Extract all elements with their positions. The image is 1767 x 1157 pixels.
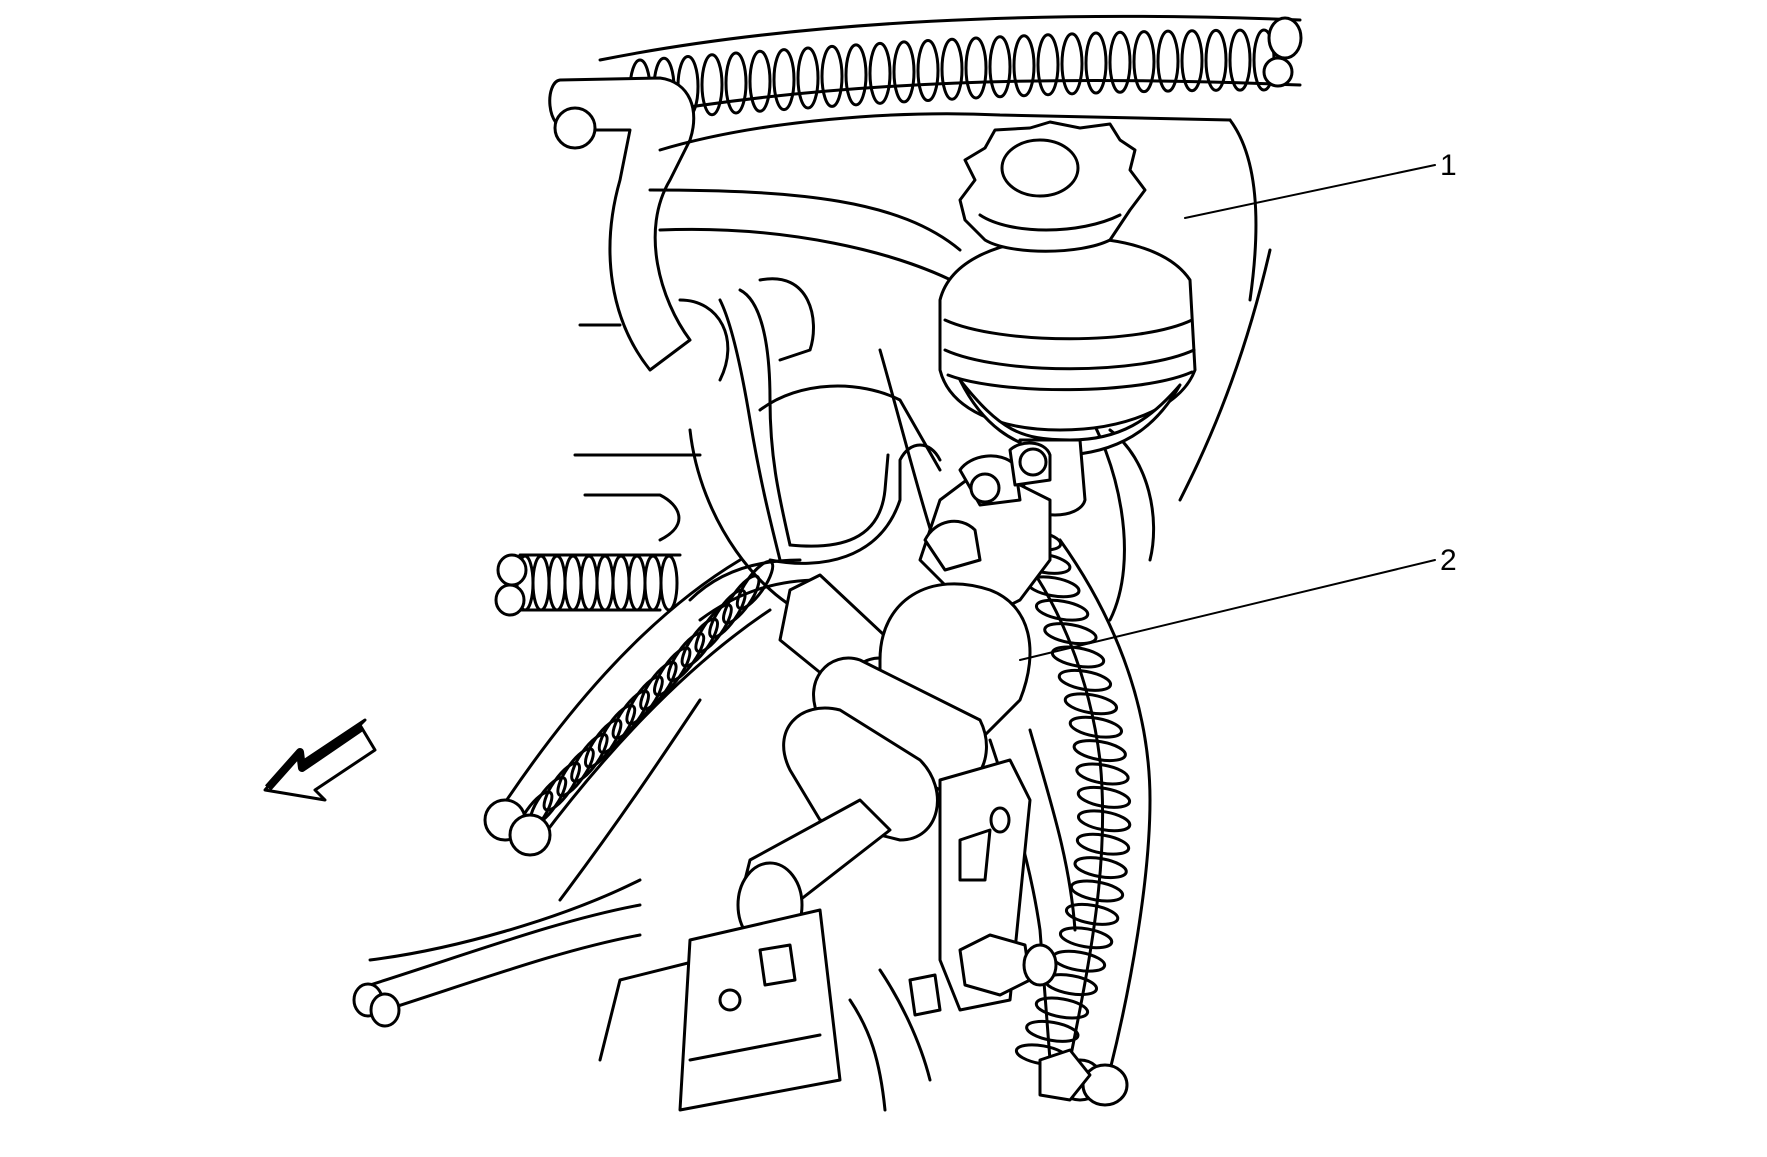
hose-rib <box>1058 926 1114 950</box>
hose-rib <box>940 37 964 101</box>
hose-rib <box>724 51 748 115</box>
hose-rib <box>1132 30 1156 94</box>
hose-rib <box>627 554 647 612</box>
hose-rib <box>964 36 988 100</box>
hose-rib <box>1076 809 1132 833</box>
bolt-head-3 <box>1038 1048 1092 1102</box>
left-wiring-harness <box>494 553 682 617</box>
callout-1: 1 <box>1184 149 1457 219</box>
upper-wiring-harness <box>598 14 1303 122</box>
hose-rib <box>1073 856 1128 880</box>
lower-left-corrugated-hose <box>483 558 775 857</box>
hose-rib <box>1084 31 1108 95</box>
upper-coolant-hose <box>548 76 696 372</box>
hose-rib <box>1156 29 1180 93</box>
hose-rib <box>531 554 551 612</box>
hose-rib <box>563 554 583 612</box>
hose-rib <box>1051 949 1107 973</box>
hose-rib <box>700 53 724 117</box>
callout-2-label: 2 <box>1440 544 1457 577</box>
hose-rib <box>1204 28 1228 92</box>
hose-rib <box>547 554 567 612</box>
lower-left-tube <box>352 903 642 1028</box>
hose-rib <box>1060 32 1084 96</box>
hose-rib <box>659 554 679 612</box>
hose-rib <box>820 44 844 108</box>
hose-rib <box>579 554 599 612</box>
lower-bracket-assembly <box>678 758 1092 1112</box>
hose-rib <box>1072 739 1127 763</box>
hose-rib <box>892 40 916 104</box>
hose-rib <box>556 747 595 798</box>
engine-block-outline <box>368 112 1272 1062</box>
hose-rib <box>1068 715 1124 739</box>
hose-rib <box>1057 668 1113 692</box>
brake-lines <box>688 277 942 622</box>
hose-rib <box>1012 34 1036 98</box>
hose-rib <box>796 46 820 110</box>
hose-rib <box>1050 645 1106 669</box>
hose-rib <box>1063 692 1119 716</box>
hose-rib <box>694 603 733 654</box>
hose-rib <box>1036 33 1060 97</box>
hose-rib <box>611 554 631 612</box>
hose-rib <box>1064 902 1120 926</box>
hose-rib <box>1025 1019 1080 1043</box>
hose-rib <box>772 48 796 112</box>
hose-rib <box>542 761 581 812</box>
hose-rib <box>1043 622 1098 646</box>
hose-rib <box>595 554 615 612</box>
hose-rib <box>1034 996 1090 1020</box>
hose-rib <box>1228 28 1252 92</box>
hose-rib <box>1034 598 1090 622</box>
hose-rib <box>748 49 772 113</box>
callout-1-label: 1 <box>1440 149 1457 182</box>
master-cylinder-reservoir <box>938 120 1197 517</box>
hose-rib <box>844 43 868 107</box>
master-cylinder-body <box>736 441 1052 949</box>
hose-rib <box>1075 762 1130 786</box>
front-direction-arrow-icon <box>263 718 377 802</box>
bolt-head-1 <box>958 933 1058 997</box>
hose-rib <box>1180 29 1204 93</box>
hose-rib <box>868 41 892 105</box>
bolt-head-2 <box>908 973 942 1017</box>
hose-rib <box>988 35 1012 99</box>
hose-rib <box>1076 785 1132 809</box>
hose-rib <box>1108 30 1132 94</box>
hose-rib <box>916 39 940 103</box>
callout-2: 2 <box>1019 544 1457 661</box>
hose-rib <box>643 554 663 612</box>
hose-rib <box>1075 832 1131 856</box>
